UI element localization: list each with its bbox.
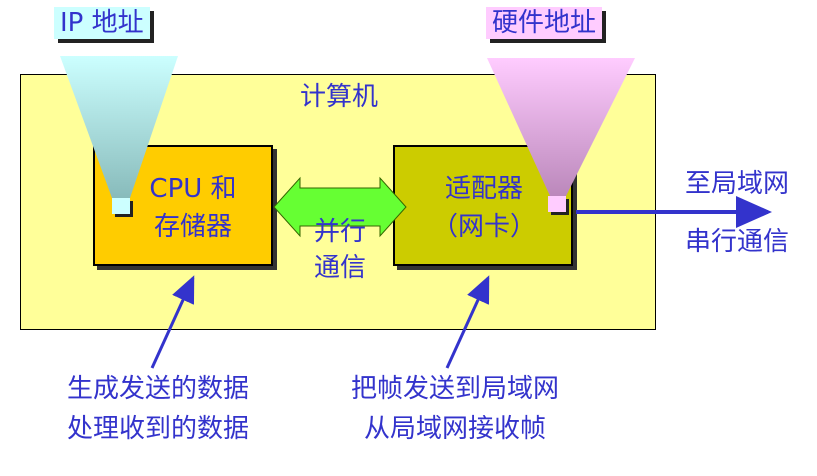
parallel-arrow bbox=[273, 176, 407, 238]
computer-title: 计算机 bbox=[299, 82, 378, 112]
cpu-label-line2: 存储器 bbox=[153, 212, 232, 242]
parallel-label-line2: 通信 bbox=[313, 253, 366, 283]
to-lan-label: 至局域网 bbox=[684, 169, 789, 199]
nic-annotation-line1: 把帧发送到局域网 bbox=[350, 374, 559, 404]
parallel-label-line1: 并行 bbox=[313, 217, 366, 247]
adapter-label-line1: 适配器 bbox=[444, 174, 523, 204]
serial-label: 串行通信 bbox=[684, 227, 789, 257]
adapter-label-line2: （网卡） bbox=[431, 212, 536, 242]
cpu-pointer-arrow bbox=[150, 275, 195, 369]
hardware-connector bbox=[548, 196, 566, 212]
cpu-annotation-line2: 处理收到的数据 bbox=[66, 414, 249, 444]
ip-connector bbox=[112, 198, 130, 214]
cpu-label-line1: CPU 和 bbox=[149, 174, 237, 204]
cpu-annotation-line1: 生成发送的数据 bbox=[66, 374, 249, 404]
ip-cone bbox=[60, 56, 178, 198]
hardware-address-callout: 硬件地址 bbox=[486, 7, 603, 39]
ip-address-callout: IP 地址 bbox=[54, 7, 150, 39]
nic-pointer-arrow bbox=[445, 275, 490, 369]
hardware-cone bbox=[487, 58, 635, 196]
nic-annotation-line2: 从局域网接收帧 bbox=[363, 414, 546, 444]
